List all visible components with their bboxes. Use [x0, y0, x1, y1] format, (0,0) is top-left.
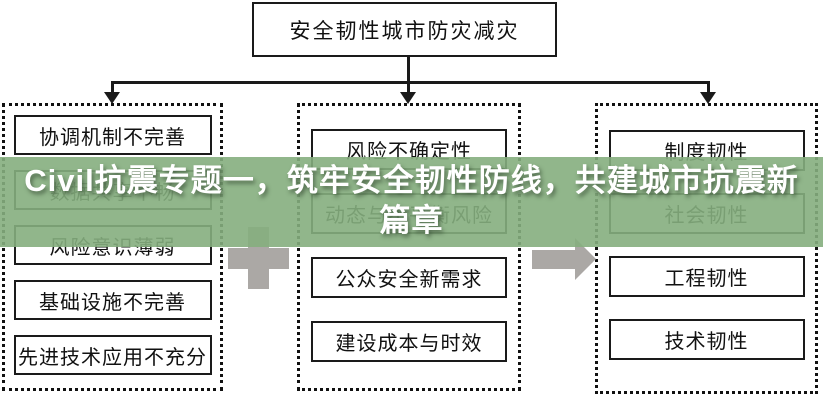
arrow-down-icon — [700, 92, 716, 104]
plus-icon — [228, 248, 289, 269]
banner-title-line1: Civil抗震专题一，筑牢安全韧性防线，共建城市抗震新 — [24, 163, 799, 198]
flow-box: 建设成本与时效 — [311, 321, 507, 362]
flow-box: 基础设施不完善 — [13, 280, 212, 320]
group-left-problems: 协调机制不完善 数据共享不畅 风险意识薄弱 基础设施不完善 先进技术应用不充分 — [2, 103, 223, 391]
connector-center-line — [407, 57, 410, 93]
arrow-right-icon — [575, 238, 596, 280]
flow-box: 技术韧性 — [608, 319, 805, 360]
flow-box: 协调机制不完善 — [13, 115, 212, 155]
connector-right-line — [707, 81, 710, 93]
title-banner: Civil抗震专题一，筑牢安全韧性防线，共建城市抗震新 篇章 — [0, 157, 823, 247]
arrow-right-icon — [532, 250, 575, 269]
group-center-challenges: 风险不确定性 动态与不平衡风险 公众安全新需求 建设成本与时效 — [297, 103, 521, 391]
flow-box: 公众安全新需求 — [311, 257, 507, 298]
arrow-down-icon — [400, 92, 416, 104]
root-node: 安全韧性城市防灾减灾 — [252, 2, 557, 57]
arrow-down-icon — [104, 92, 120, 104]
flow-box: 先进技术应用不充分 — [13, 335, 212, 375]
flow-box: 工程韧性 — [608, 256, 805, 297]
connector-horizontal-line — [111, 81, 710, 84]
connector-left-line — [111, 81, 114, 93]
banner-title-line2: 篇章 — [379, 203, 444, 238]
group-right-resilience: 制度韧性 社会韧性 工程韧性 技术韧性 — [595, 103, 818, 394]
